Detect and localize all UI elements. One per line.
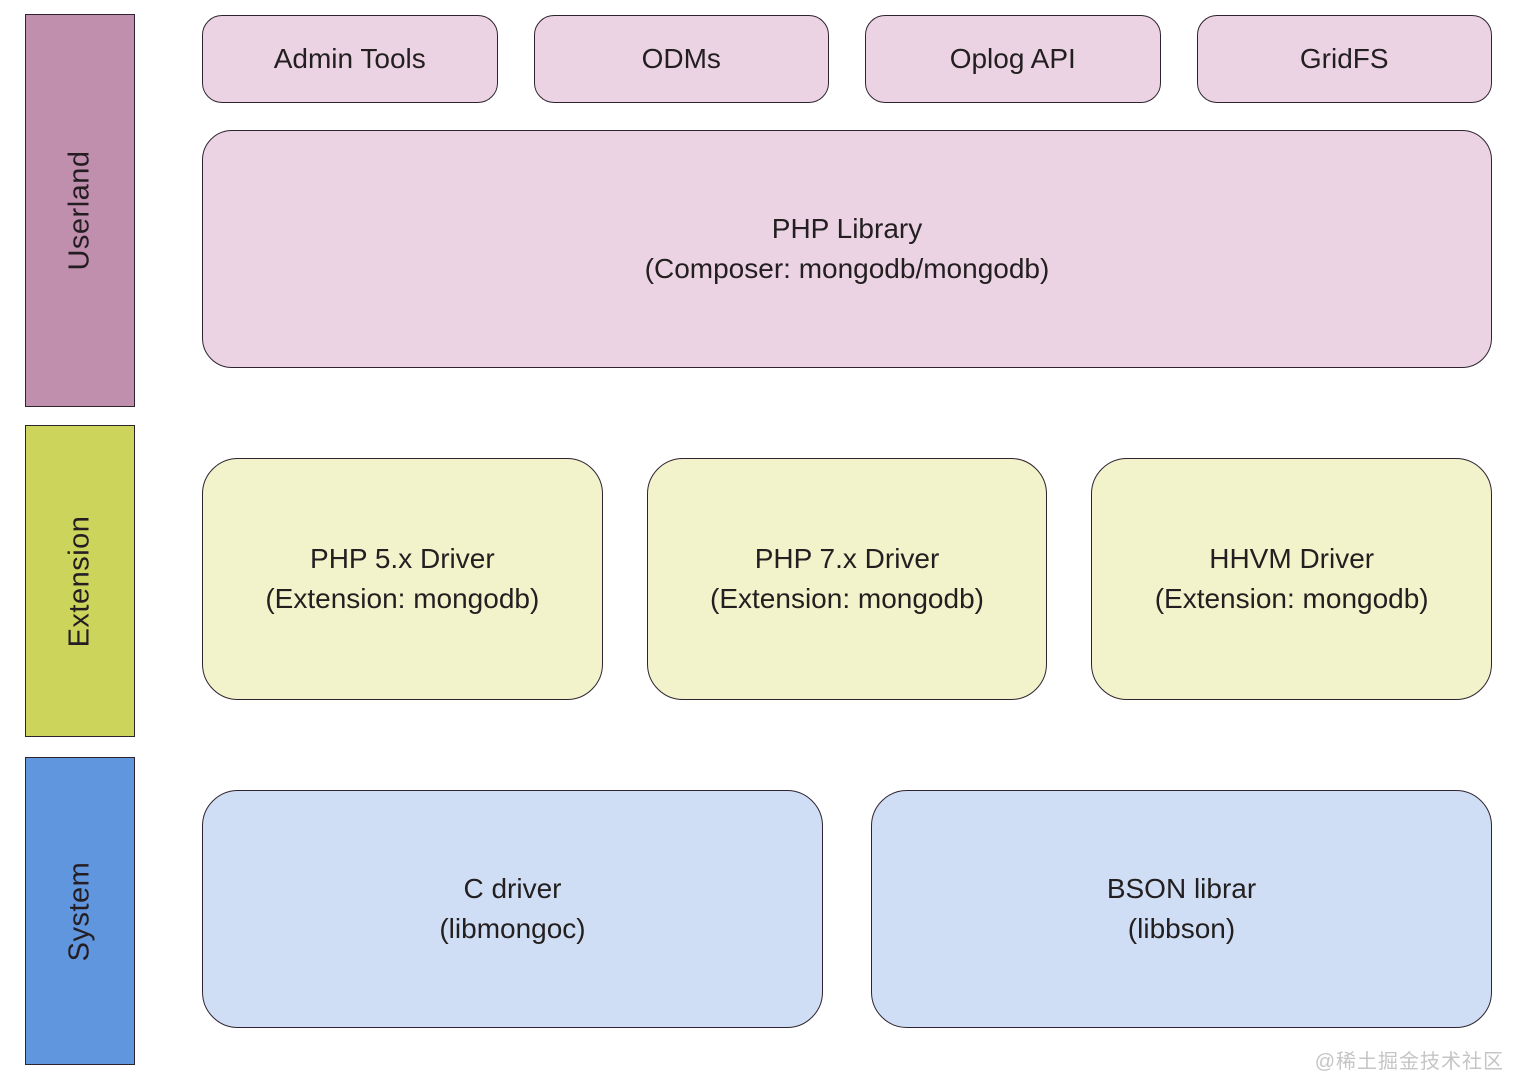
node-php-library-title: PHP Library bbox=[771, 213, 923, 244]
layer-label-system: System bbox=[63, 861, 96, 961]
node-c-driver-title: C driver bbox=[463, 873, 562, 904]
node-c-driver-subtitle: (libmongoc) bbox=[439, 913, 586, 944]
node-php5-driver-subtitle: (Extension: mongodb) bbox=[265, 583, 540, 614]
node-odms-label: ODMs bbox=[641, 43, 721, 74]
node-gridfs: GridFS bbox=[1196, 15, 1492, 103]
extension-row: PHP 5.x Driver (Extension: mongodb) PHP … bbox=[202, 458, 1493, 700]
node-admin-tools-label: Admin Tools bbox=[273, 43, 426, 74]
layer-label-extension: Extension bbox=[63, 515, 96, 647]
node-php5-driver-title: PHP 5.x Driver bbox=[310, 543, 495, 574]
node-php-library-subtitle: (Composer: mongodb/mongodb) bbox=[644, 253, 1050, 284]
layer-bar-userland: Userland bbox=[25, 14, 135, 407]
layer-bar-extension: Extension bbox=[25, 425, 135, 737]
node-admin-tools: Admin Tools bbox=[202, 15, 498, 103]
userland-top-row: Admin Tools ODMs Oplog API GridFS bbox=[202, 15, 1492, 103]
node-hhvm-driver-subtitle: (Extension: mongodb) bbox=[1154, 583, 1429, 614]
node-php5-driver: PHP 5.x Driver (Extension: mongodb) bbox=[202, 458, 603, 700]
node-php7-driver: PHP 7.x Driver (Extension: mongodb) bbox=[646, 458, 1048, 700]
watermark-text: @稀土掘金技术社区 bbox=[1314, 1051, 1504, 1073]
node-oplog-api: Oplog API bbox=[865, 15, 1161, 103]
node-bson-library: BSON librar (libbson) bbox=[871, 790, 1492, 1028]
node-bson-library-title: BSON librar bbox=[1106, 873, 1257, 904]
node-php7-driver-title: PHP 7.x Driver bbox=[754, 543, 940, 574]
node-hhvm-driver: HHVM Driver (Extension: mongodb) bbox=[1091, 458, 1493, 700]
node-gridfs-label: GridFS bbox=[1299, 43, 1389, 74]
layer-bar-system: System bbox=[25, 757, 135, 1065]
node-c-driver: C driver (libmongoc) bbox=[202, 790, 823, 1028]
node-php-library: PHP Library (Composer: mongodb/mongodb) bbox=[202, 130, 1492, 368]
node-hhvm-driver-title: HHVM Driver bbox=[1209, 543, 1375, 574]
layer-label-userland: Userland bbox=[63, 150, 96, 271]
node-odms: ODMs bbox=[533, 15, 829, 103]
node-oplog-api-label: Oplog API bbox=[949, 43, 1076, 74]
node-php7-driver-subtitle: (Extension: mongodb) bbox=[710, 583, 984, 614]
system-row: C driver (libmongoc) BSON librar (libbso… bbox=[202, 790, 1492, 1028]
node-bson-library-subtitle: (libbson) bbox=[1127, 913, 1236, 944]
